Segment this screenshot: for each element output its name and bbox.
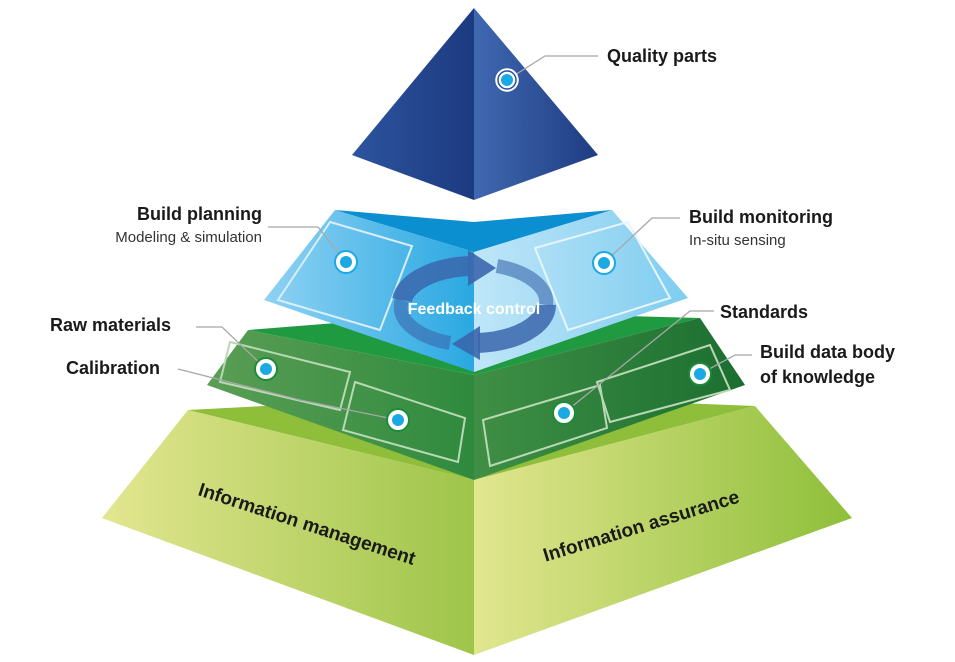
build-data-label-line2: of knowledge [760, 367, 876, 387]
build-monitoring-label: Build monitoring [689, 207, 833, 227]
leader-build-planning [268, 226, 347, 263]
build-planning-marker [334, 250, 358, 274]
build-monitoring-marker [592, 251, 616, 275]
quality-parts-label: Quality parts [607, 46, 718, 66]
leader-raw-materials [196, 326, 267, 370]
build-data-label-line1: Build data body [760, 342, 895, 362]
calibration-label: Calibration [66, 358, 161, 378]
quality-parts-marker [495, 68, 519, 92]
leader-calibration [177, 368, 399, 421]
build-monitoring-panel [533, 220, 672, 332]
leader-quality-parts [506, 55, 598, 81]
standards-marker [552, 401, 576, 425]
build-planning-label: Build planning [137, 204, 262, 224]
leader-lines [177, 55, 752, 421]
leader-build-data [699, 354, 752, 375]
leader-standards [563, 310, 714, 414]
raw-materials-panel [218, 340, 352, 412]
markers [254, 68, 712, 432]
calibration-panel [341, 380, 467, 464]
top-tier [352, 8, 598, 200]
build-data-panel [595, 343, 732, 424]
build-monitoring-subtitle: In-situ sensing [689, 232, 786, 249]
build-planning-subtitle: Modeling & simulation [115, 229, 262, 246]
leader-build-monitoring [603, 217, 680, 264]
feedback-control-label: Feedback control [408, 301, 540, 318]
calibration-marker [386, 408, 410, 432]
build-data-marker [688, 362, 712, 386]
standards-label: Standards [720, 302, 809, 322]
raw-materials-marker [254, 357, 278, 381]
feedback-loop-icon [392, 250, 557, 360]
raw-materials-label: Raw materials [50, 315, 172, 335]
standards-panel [481, 383, 609, 468]
build-planning-panel [276, 220, 414, 332]
